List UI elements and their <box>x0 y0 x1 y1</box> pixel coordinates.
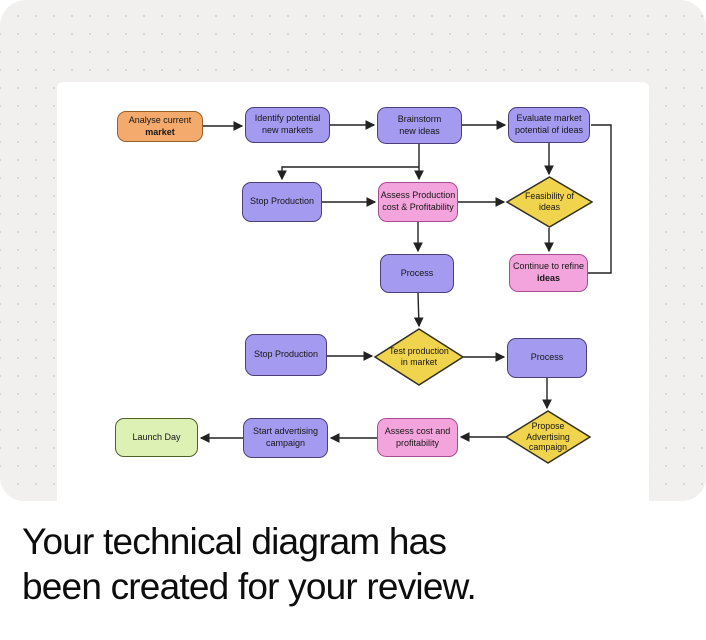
node-stop-production-2: Stop Production <box>245 334 327 376</box>
node-propose-advertising-campaign <box>504 410 592 464</box>
caption-line-1: Your technical diagram has <box>22 521 447 562</box>
caption: Your technical diagram has been created … <box>22 519 477 609</box>
edge <box>413 292 424 328</box>
node-test-production-in-market <box>373 328 465 386</box>
node-process-1: Process <box>380 254 454 293</box>
node-feasibility-of-ideas <box>505 176 594 228</box>
flowchart-edges <box>199 120 612 464</box>
caption-line-2: been created for your review. <box>22 566 477 607</box>
node-stop-production-1: Stop Production <box>242 182 322 222</box>
node-launch-day: Launch Day <box>115 418 198 457</box>
edge <box>588 124 612 274</box>
edge <box>277 166 419 181</box>
node-process-2: Process <box>507 338 587 378</box>
